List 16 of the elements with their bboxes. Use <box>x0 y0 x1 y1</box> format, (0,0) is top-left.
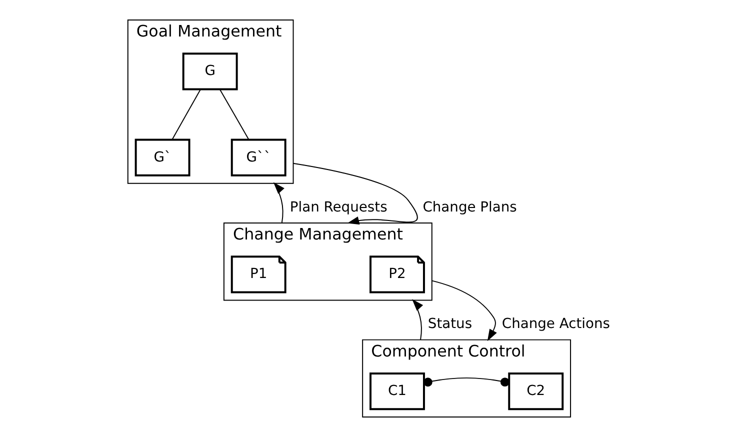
connector <box>171 88 200 140</box>
node-box: C1 <box>369 372 424 410</box>
node-box: G` <box>134 138 190 176</box>
edge-label: Change Actions <box>501 316 610 332</box>
arrow <box>292 162 418 225</box>
connector <box>422 377 509 387</box>
node-box: G <box>182 52 238 90</box>
arrow <box>430 280 496 342</box>
edge-label: Status <box>427 316 472 332</box>
arrow <box>412 299 423 340</box>
node-box: G`` <box>230 138 286 176</box>
edge-label: Change Plans <box>422 199 516 216</box>
arrow <box>272 182 284 224</box>
node-box: C2 <box>508 372 564 410</box>
edge-label: Plan Requests <box>289 199 387 216</box>
connector <box>218 88 249 140</box>
